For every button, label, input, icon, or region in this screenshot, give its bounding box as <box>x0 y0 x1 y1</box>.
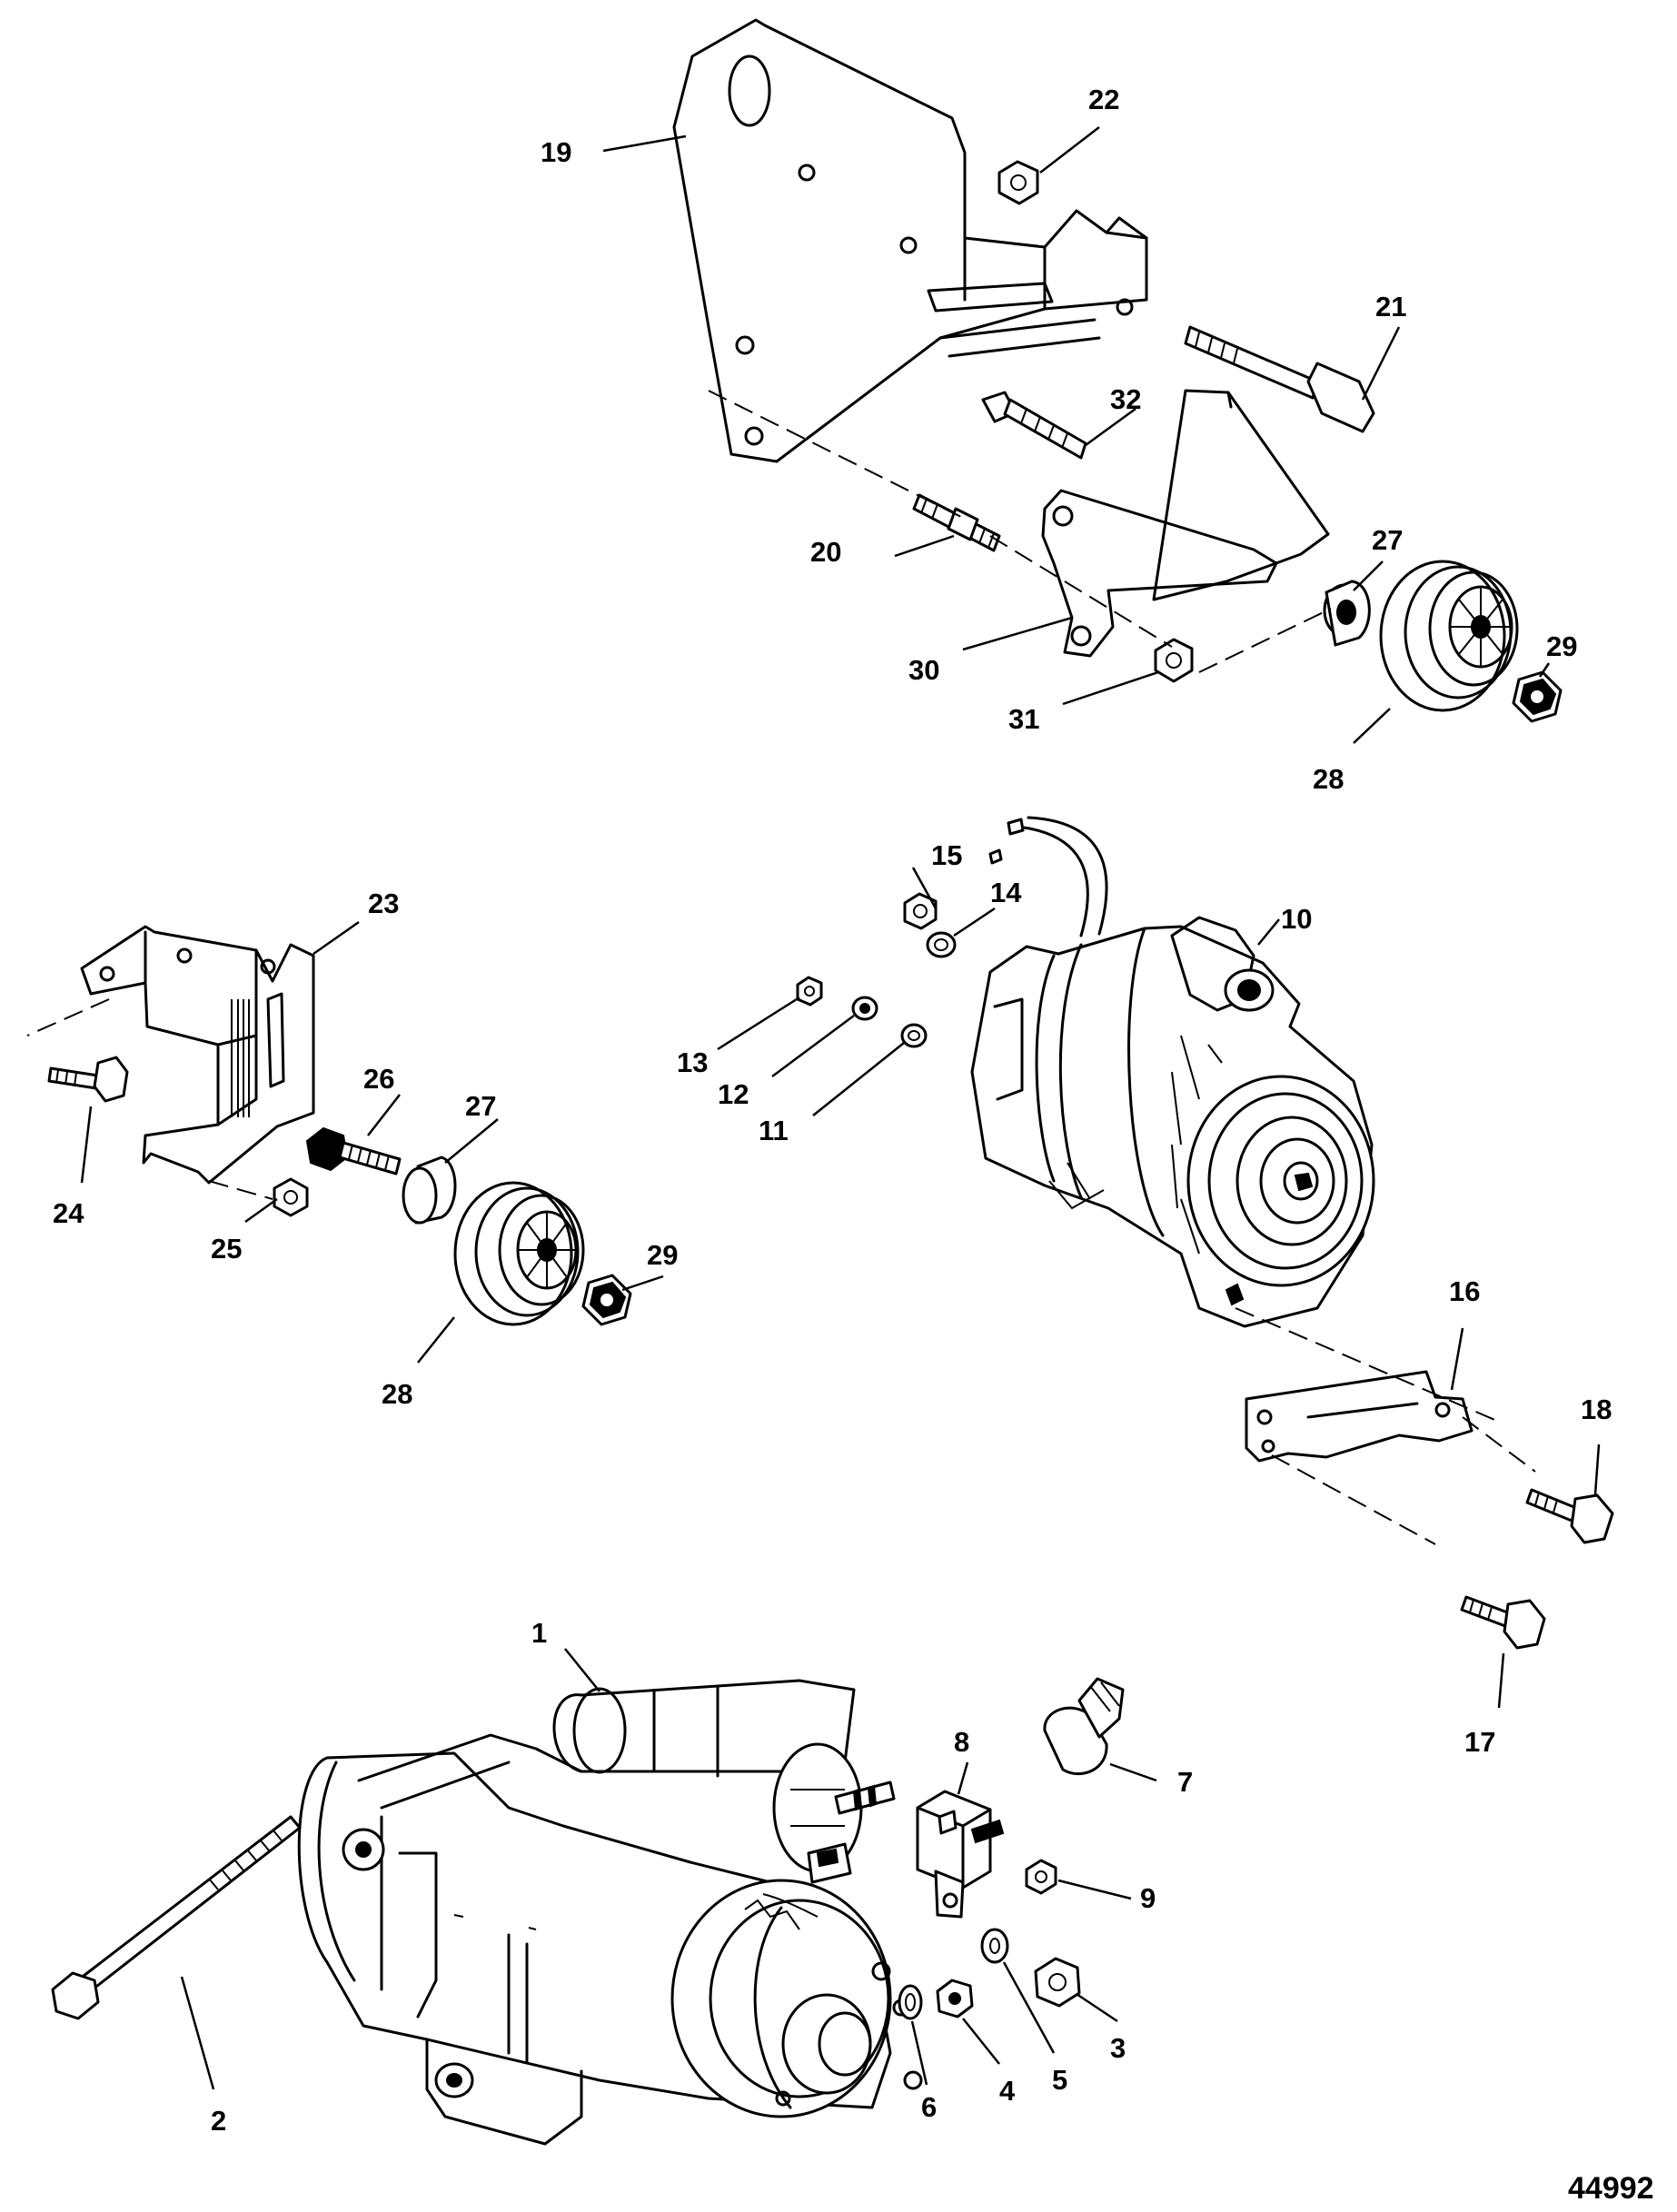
bolt-2 <box>51 1815 302 2020</box>
callout-31: 31 <box>1008 703 1039 735</box>
callout-1: 1 <box>531 1617 547 1649</box>
callout-8: 8 <box>954 1726 969 1758</box>
lock-washer-5 <box>980 1928 1009 1964</box>
stud-20 <box>912 493 1001 552</box>
callout-20: 20 <box>810 536 841 568</box>
callout-27-top: 27 <box>1372 524 1403 556</box>
nut-22 <box>997 160 1039 205</box>
spacer-27-left <box>402 1156 457 1225</box>
callout-15: 15 <box>931 839 962 871</box>
bolt-18 <box>1525 1488 1614 1544</box>
washer-11 <box>900 1023 928 1048</box>
callout-11: 11 <box>759 1115 789 1146</box>
callout-21: 21 <box>1375 291 1406 322</box>
callout-30: 30 <box>908 654 939 686</box>
nut-15 <box>903 892 938 930</box>
idler-bracket-30 <box>1041 389 1330 658</box>
reference-number: 44992 <box>1568 2171 1654 2206</box>
washer-14 <box>926 931 957 958</box>
callout-5: 5 <box>1052 2064 1067 2096</box>
flange-nut-29-left <box>581 1274 632 1326</box>
nut-13 <box>796 976 823 1007</box>
callout-18: 18 <box>1581 1394 1612 1425</box>
callout-2: 2 <box>211 2105 226 2137</box>
spacer-27-top <box>1323 580 1371 647</box>
pulley-28-top <box>1379 560 1519 712</box>
callout-29-left: 29 <box>647 1239 678 1271</box>
boot-7 <box>1043 1677 1125 1776</box>
callout-10: 10 <box>1281 903 1312 935</box>
callout-17: 17 <box>1464 1726 1495 1758</box>
leader-lines <box>80 126 1601 2090</box>
nut-3 <box>1034 1957 1081 2008</box>
callout-27-left: 27 <box>465 1090 496 1122</box>
callout-14: 14 <box>990 877 1022 908</box>
nut-4 <box>936 1979 974 2019</box>
bolt-21 <box>1184 325 1375 433</box>
starter-motor-assembly <box>51 1677 1125 2146</box>
bolt-17 <box>1460 1595 1546 1650</box>
bolt-24 <box>47 1056 129 1103</box>
nut-31 <box>1154 638 1194 683</box>
callout-23: 23 <box>368 888 399 919</box>
callout-16: 16 <box>1449 1275 1480 1307</box>
callout-7: 7 <box>1177 1766 1193 1798</box>
callout-4: 4 <box>999 2075 1016 2107</box>
callout-32: 32 <box>1110 383 1141 415</box>
callout-26: 26 <box>363 1063 394 1095</box>
alternator-assembly <box>796 816 1614 1650</box>
callout-19: 19 <box>541 136 571 168</box>
callout-25: 25 <box>211 1233 242 1265</box>
bracket-16 <box>1245 1370 1474 1463</box>
callout-13: 13 <box>677 1046 708 1078</box>
callout-22: 22 <box>1088 84 1119 115</box>
callout-12: 12 <box>718 1078 749 1110</box>
callout-9: 9 <box>1140 1882 1156 1914</box>
callout-labels: 19 22 21 32 20 30 31 27 28 29 23 24 25 2… <box>53 84 1612 2137</box>
main-bracket-assembly <box>672 18 1563 723</box>
callout-24: 24 <box>53 1197 84 1229</box>
secondary-bracket-assembly <box>26 925 632 1326</box>
callout-28-top: 28 <box>1313 763 1344 795</box>
washer-12 <box>851 996 878 1021</box>
callout-28-left: 28 <box>382 1378 412 1410</box>
flange-nut-29-top <box>1512 670 1563 723</box>
callout-29-top: 29 <box>1546 630 1577 662</box>
nut-25 <box>273 1177 309 1217</box>
callout-3: 3 <box>1110 2032 1126 2064</box>
callout-6: 6 <box>921 2091 937 2123</box>
stud-26 <box>305 1126 402 1175</box>
terminal-block-8 <box>916 1790 1005 1919</box>
lock-washer-6 <box>898 1984 923 2020</box>
pulley-28-left <box>453 1181 585 1326</box>
nut-9 <box>1025 1859 1057 1895</box>
bolt-32 <box>981 391 1087 460</box>
